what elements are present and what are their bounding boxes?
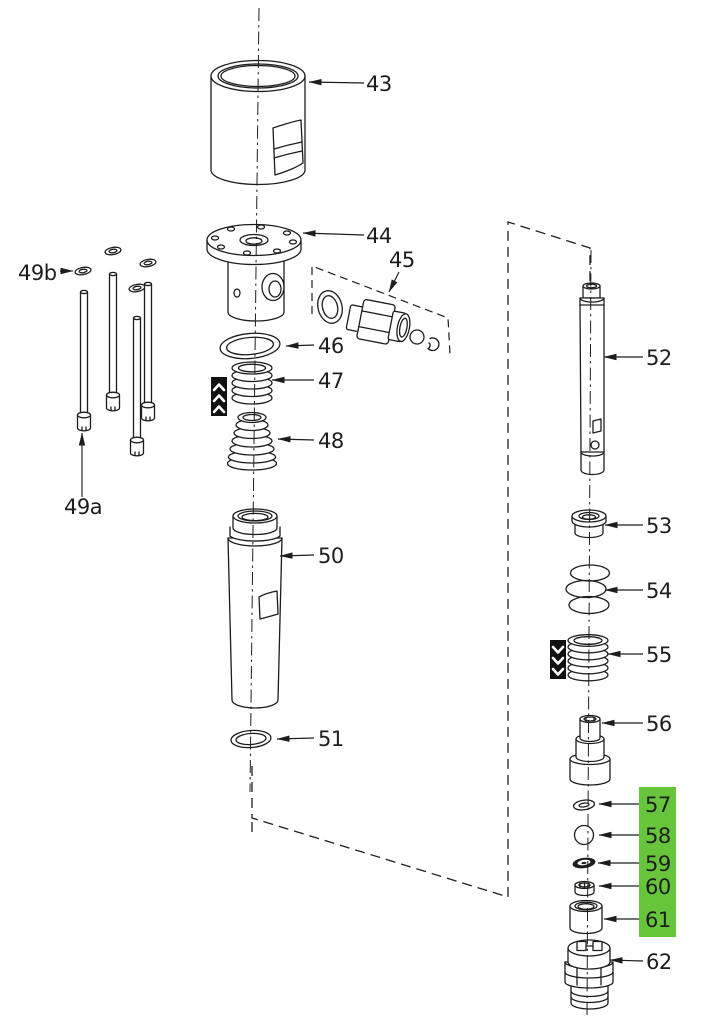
callout-55: 55 [646, 643, 672, 667]
leader-51 [276, 735, 315, 742]
part-57-washer [572, 799, 596, 811]
centerline-main [249, 7, 260, 793]
part-49b-washers [74, 246, 157, 293]
part-59-seal-washer [572, 857, 596, 869]
part-45-fitting-assembly [317, 290, 440, 352]
callout-57-highlighted: 57 [645, 793, 671, 817]
leader-44 [302, 230, 365, 237]
part-60-ring-nut [574, 880, 595, 897]
callout-62: 62 [646, 950, 672, 974]
leader-45 [388, 271, 400, 293]
lubrication-chevrons-up-icon [211, 377, 227, 416]
callout-60-highlighted: 60 [645, 875, 671, 899]
callout-44: 44 [366, 224, 392, 248]
callout-43: 43 [366, 72, 392, 96]
part-46-o-ring [219, 332, 281, 360]
part-61-bushing-cup [569, 899, 603, 935]
callout-51: 51 [318, 727, 344, 751]
callout-labels: 43 44 45 46 47 48 49b 49a 50 51 52 53 54… [18, 72, 672, 974]
callout-45: 45 [389, 248, 415, 272]
leader-lines [60, 79, 644, 964]
callout-61-highlighted: 61 [645, 908, 671, 932]
part-54-coil-spring [565, 564, 611, 615]
callout-53: 53 [646, 514, 672, 538]
callout-52: 52 [646, 346, 672, 370]
leader-50 [279, 552, 315, 559]
callout-50: 50 [318, 544, 344, 568]
callout-48: 48 [318, 429, 344, 453]
callout-56: 56 [646, 712, 672, 736]
centerline-right [586, 249, 592, 1017]
callout-47: 47 [318, 369, 344, 393]
callout-59-highlighted: 59 [645, 852, 671, 876]
projection-outline [251, 221, 591, 898]
leader-46 [285, 342, 315, 349]
part-56-stepped-piston [569, 714, 611, 786]
highlight-box [639, 787, 676, 937]
part-47-spring [231, 361, 273, 405]
part-52-piston-rod [579, 282, 605, 476]
part-50-cylinder [227, 508, 283, 709]
part-53-bushing [571, 509, 607, 539]
part-48-conical-spring [226, 411, 278, 471]
lubrication-chevrons-down-icon [550, 640, 566, 679]
callout-49b: 49b [18, 261, 57, 285]
leader-48 [277, 436, 315, 443]
part-62-foot-valve [564, 939, 614, 1010]
leader-43 [308, 79, 365, 86]
part-49a-tie-rods [76, 271, 156, 457]
callout-58-highlighted: 58 [645, 824, 671, 848]
part-44-flange-head [206, 223, 302, 322]
leader-62 [609, 957, 644, 964]
part-58-ball [573, 824, 595, 846]
callout-49a: 49a [64, 495, 102, 519]
callout-46: 46 [318, 334, 344, 358]
subassembly-45-outline [311, 265, 451, 355]
callout-54: 54 [646, 579, 672, 603]
part-55-spring [567, 634, 609, 682]
